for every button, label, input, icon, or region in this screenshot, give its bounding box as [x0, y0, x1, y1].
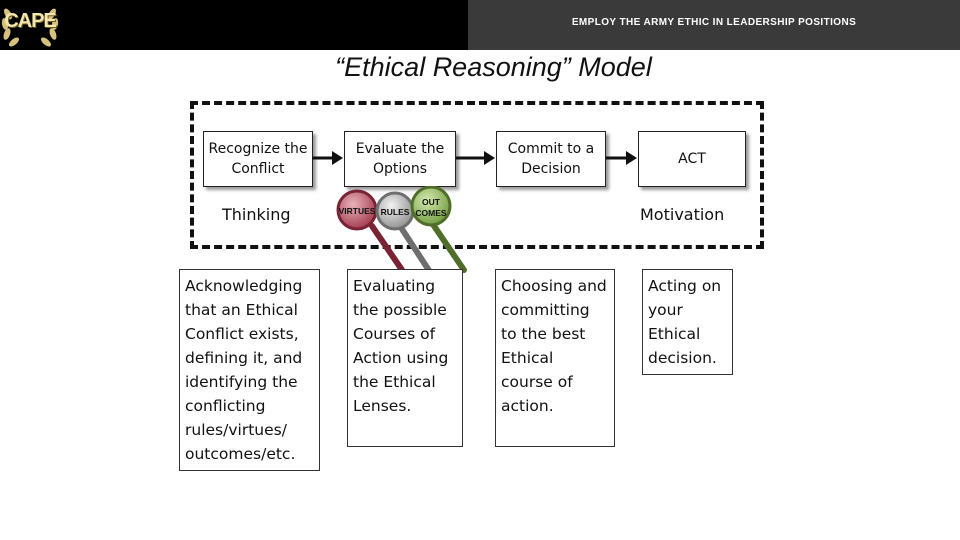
description-act: Acting on your Ethical decision.: [642, 269, 733, 375]
header-title: EMPLOY THE ARMY ETHIC IN LEADERSHIP POSI…: [571, 17, 857, 28]
logo-text: CAPE: [4, 10, 57, 32]
description-recognize: Acknowledging that an Ethical Conflict e…: [179, 269, 320, 471]
step-act: ACT: [638, 131, 746, 187]
lens-outcomes: [410, 186, 452, 227]
lens-handle-virtues: [369, 223, 405, 273]
arrow-right-icon: [312, 151, 343, 165]
header-bar-left: [0, 0, 468, 50]
cape-logo: CAPE: [0, 0, 60, 50]
description-evaluate: Evaluating the possible Courses of Actio…: [347, 269, 463, 447]
step-recognize-conflict: Recognize the Conflict: [203, 131, 313, 187]
description-commit: Choosing and committing to the best Ethi…: [495, 269, 615, 447]
motivation-label: Motivation: [640, 205, 725, 224]
lens-outcomes-label-line2: COMES: [415, 208, 447, 218]
page-title: “Ethical Reasoning” Model: [335, 52, 652, 82]
header-bar-right: [468, 0, 960, 50]
lens-handle-outcomes: [427, 217, 467, 273]
ethical-lenses-icon: VIRTUES RULES OUT COMES: [336, 186, 467, 275]
thinking-label: Thinking: [222, 205, 291, 224]
lens-outcomes-label-line1: OUT: [422, 197, 441, 207]
laurel-wreath-icon: [1, 8, 59, 47]
step-evaluate-options: Evaluate the Options: [344, 131, 456, 187]
lens-rules-label: RULES: [381, 207, 410, 217]
step-commit-decision: Commit to a Decision: [496, 131, 606, 187]
arrow-right-icon: [456, 151, 495, 165]
lens-handle-rules: [397, 223, 433, 275]
thinking-motivation-frame: [190, 101, 764, 249]
lens-virtues-label: VIRTUES: [339, 206, 376, 216]
arrow-right-icon: [606, 151, 637, 165]
